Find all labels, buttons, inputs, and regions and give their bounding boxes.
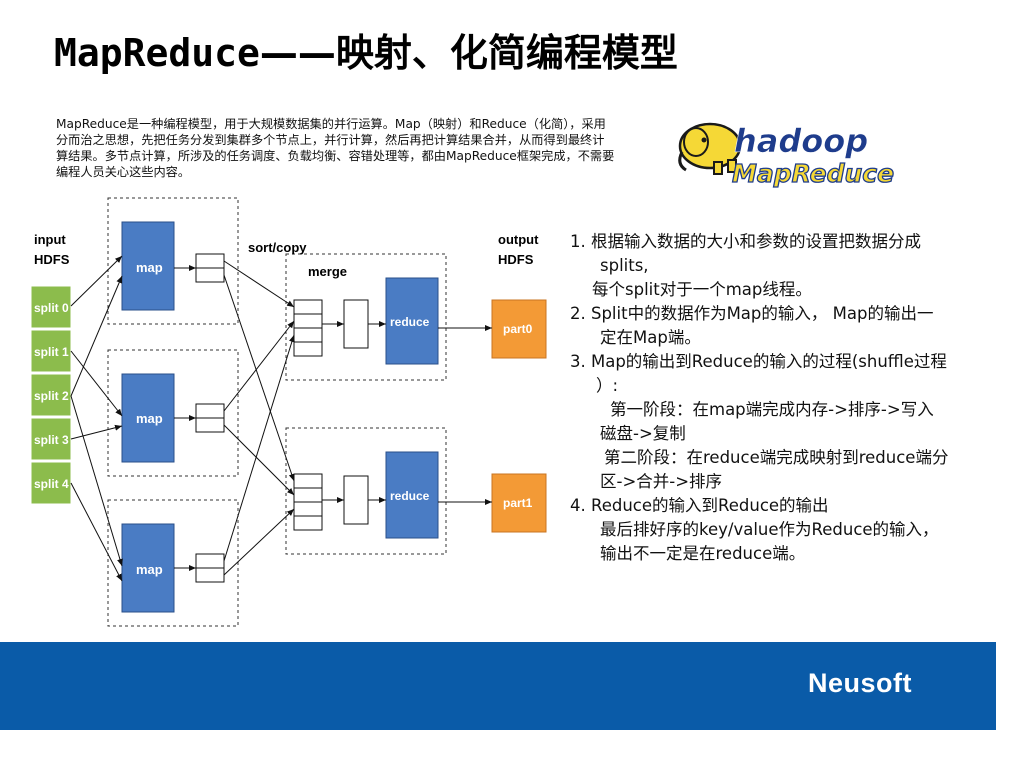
step-1-detail: 每个split对于一个map线程。 xyxy=(592,280,812,299)
step-3-phase-1-cont: 磁盘->复制 xyxy=(600,424,686,443)
merge-buffers xyxy=(293,299,369,531)
part1-label: part1 xyxy=(503,496,533,510)
logo-hadoop-text: hadoop xyxy=(734,122,868,160)
slide-title: MapReduce——映射、化简编程模型 xyxy=(54,22,678,77)
hadoop-mapreduce-logo: hadoop MapReduce xyxy=(678,122,895,188)
neusoft-logo: Neusoft xyxy=(808,668,912,698)
split-0 xyxy=(30,285,72,329)
reduce-label-0: reduce xyxy=(390,315,430,329)
map-label-0: map xyxy=(136,260,163,275)
mapreduce-flow-diagram: input HDFS sort/copy merge output HDFS s… xyxy=(30,197,547,627)
split-1 xyxy=(30,329,72,373)
input-hdfs-label: HDFS xyxy=(34,252,70,267)
step-2-cont: 定在Map端。 xyxy=(600,328,701,347)
map-box-2 xyxy=(121,523,175,613)
map-box-0 xyxy=(121,221,175,311)
split-2 xyxy=(30,373,72,417)
split-0-label: split 0 xyxy=(34,301,69,315)
logo-mapreduce-text: MapReduce xyxy=(732,159,894,188)
output-hdfs-label: HDFS xyxy=(498,252,534,267)
sort-copy-label: sort/copy xyxy=(248,240,307,255)
reduce-label-1: reduce xyxy=(390,489,430,503)
map-group-1 xyxy=(107,349,239,477)
part0-box xyxy=(491,299,547,359)
intro-paragraph: MapReduce是一种编程模型，用于大规模数据集的并行运算。Map（映射）和R… xyxy=(56,117,615,179)
map-label-1: map xyxy=(136,411,163,426)
map-box-1 xyxy=(121,373,175,463)
step-1: 1. 根据输入数据的大小和参数的设置把数据分成 xyxy=(570,232,921,251)
map-group-0 xyxy=(107,197,239,325)
flow-arrows xyxy=(70,255,492,582)
step-3: 3. Map的输出到Reduce的输入的过程(shuffle过程 xyxy=(570,352,947,371)
map-group-2 xyxy=(107,499,239,627)
step-3-phase-1: 第一阶段：在map端完成内存->排序->写入 xyxy=(610,400,934,419)
input-label: input xyxy=(34,232,66,247)
part1-box xyxy=(491,473,547,533)
split-2-label: split 2 xyxy=(34,389,69,403)
split-4-label: split 4 xyxy=(34,477,69,491)
split-3-label: split 3 xyxy=(34,433,69,447)
reduce-box-0 xyxy=(385,277,439,365)
reduce-group-0 xyxy=(285,253,447,381)
split-3 xyxy=(30,417,72,461)
step-4-detail: 最后排好序的key/value作为Reduce的输入， xyxy=(600,520,939,539)
step-4: 4. Reduce的输入到Reduce的输出 xyxy=(570,496,829,515)
map-label-2: map xyxy=(136,562,163,577)
merge-label: merge xyxy=(308,264,347,279)
step-3-phase-2: 第二阶段：在reduce端完成映射到reduce端分 xyxy=(604,448,949,467)
split-column: split 0 split 1 split 2 split 3 split 4 xyxy=(30,285,72,505)
step-3-phase-2-cont: 区->合并->排序 xyxy=(600,472,723,491)
footer-bar xyxy=(0,642,996,730)
step-2: 2. Split中的数据作为Map的输入， Map的输出一 xyxy=(570,304,934,323)
map-buffers xyxy=(195,253,225,583)
reduce-box-1 xyxy=(385,451,439,539)
title-english: MapReduce xyxy=(54,31,260,75)
reduce-group-1 xyxy=(285,427,447,555)
steps-list: 1. 根据输入数据的大小和参数的设置把数据分成 splits, 每个split对… xyxy=(570,230,1020,566)
step-1-cont: splits, xyxy=(600,256,649,275)
split-1-label: split 1 xyxy=(34,345,69,359)
step-4-detail-cont: 输出不一定是在reduce端。 xyxy=(600,544,806,563)
title-chinese: ——映射、化简编程模型 xyxy=(259,31,678,75)
step-3-cont: ）: xyxy=(596,376,619,395)
output-label: output xyxy=(498,232,539,247)
elephant-icon xyxy=(678,122,742,175)
part0-label: part0 xyxy=(503,322,533,336)
